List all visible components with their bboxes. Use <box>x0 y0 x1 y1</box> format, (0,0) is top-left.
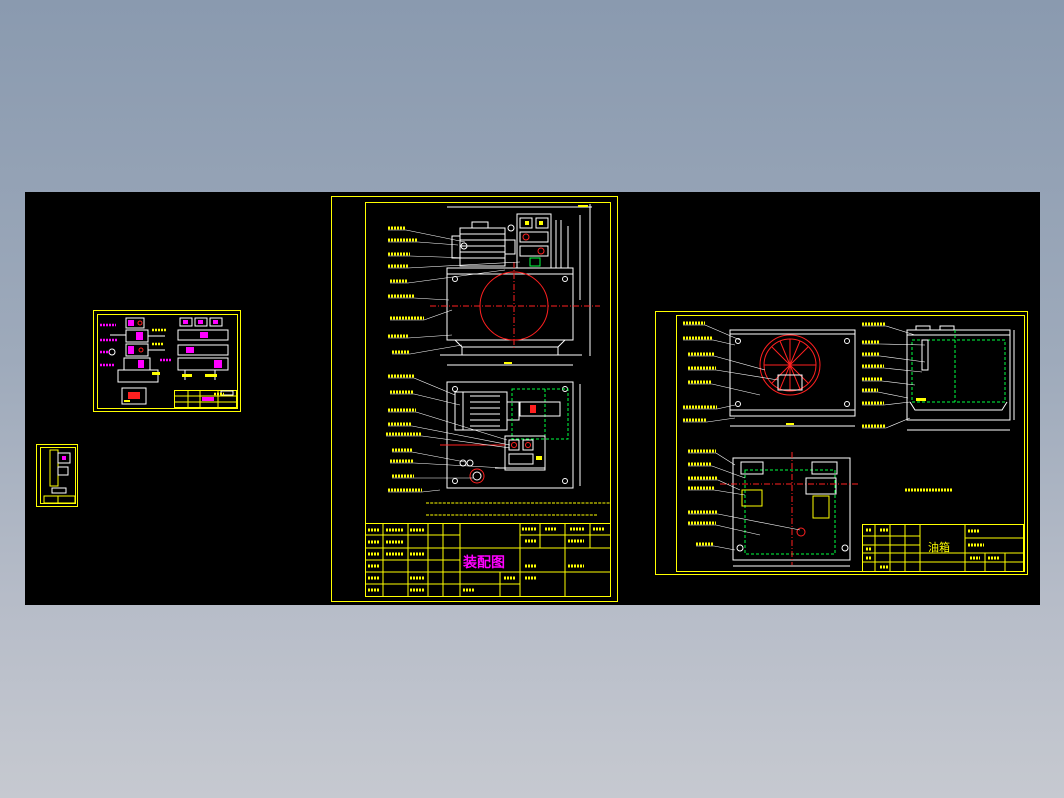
leader-line <box>423 309 453 321</box>
dimension-lines <box>447 204 592 486</box>
inspection-cover <box>759 334 821 396</box>
leader-line <box>413 393 461 406</box>
leader-line <box>415 411 508 441</box>
assembly-top-view <box>440 381 574 489</box>
nameplate <box>777 374 803 391</box>
leader-line <box>883 401 911 406</box>
schematic-sheet <box>93 310 241 412</box>
detail-sheet <box>36 444 78 507</box>
level-gauge <box>921 339 929 371</box>
leader-line <box>411 451 466 463</box>
leader-line <box>713 545 736 551</box>
sheet-border <box>36 444 78 507</box>
tank-front-view <box>729 329 856 427</box>
leader-line <box>405 229 466 243</box>
leader-line <box>883 367 923 373</box>
sheet-inner-border <box>365 202 611 597</box>
leader-line <box>421 489 441 493</box>
leader-line <box>421 435 511 449</box>
pump-base-view <box>121 387 147 405</box>
assembly-sheet: 装配图 <box>331 196 618 602</box>
motor <box>454 391 520 431</box>
tank-title-block: 油箱 <box>862 524 1024 572</box>
leader-line <box>885 417 911 429</box>
technical-notes <box>426 502 610 516</box>
drain-port <box>796 527 806 537</box>
leader-line <box>713 489 746 496</box>
annotation-layer <box>100 226 1000 592</box>
leader-line <box>885 325 916 336</box>
leader-line <box>877 391 909 399</box>
leader-line <box>407 261 521 269</box>
filler-cap <box>469 468 485 484</box>
leader-line <box>411 425 511 446</box>
leader-line <box>881 380 916 386</box>
leader-line <box>879 355 926 363</box>
bolt-hole <box>452 276 458 282</box>
tank-top-view <box>720 452 860 567</box>
assembly-title-block: 装配图 <box>365 523 611 597</box>
leader-line <box>706 417 736 423</box>
assembly-front-view <box>430 213 600 356</box>
leader-line <box>409 344 463 355</box>
leader-line <box>879 343 926 346</box>
leader-line <box>715 369 779 381</box>
leader-line <box>409 255 471 259</box>
tank-drawing-title: 油箱 <box>928 540 950 554</box>
leader-line <box>417 241 459 246</box>
leader-line <box>711 383 761 396</box>
sheet-border <box>93 310 241 412</box>
leader-line <box>413 297 450 301</box>
leader-line <box>704 324 741 341</box>
leader-line <box>715 524 761 536</box>
tank-top <box>446 381 574 489</box>
bolt-hole <box>562 276 568 282</box>
leader-line <box>717 513 801 531</box>
leader-line <box>407 269 506 284</box>
hidden-pump-outline <box>511 388 569 440</box>
leader-line <box>717 479 741 491</box>
leader-line <box>712 339 736 346</box>
leader-line <box>413 377 456 396</box>
leader-line <box>711 465 746 479</box>
tank-sheet: 油箱 <box>655 311 1028 575</box>
leader-line <box>716 404 736 410</box>
tank-side-view <box>906 325 1015 431</box>
valve-stack-right <box>177 317 229 380</box>
sheet-border <box>331 196 618 602</box>
valve-stack-left <box>108 317 165 383</box>
valve-stack <box>507 213 569 269</box>
valve-block <box>495 401 561 471</box>
leader-line <box>715 452 736 466</box>
leader-line <box>413 462 506 469</box>
leader-line <box>713 355 766 371</box>
assembly-drawing-title: 装配图 <box>462 554 505 571</box>
tank-body <box>729 329 856 417</box>
tank-side <box>906 329 1011 421</box>
sheet-inner-border <box>676 315 1025 572</box>
leader-line <box>407 334 453 339</box>
tank-feet <box>454 339 566 348</box>
tank-body <box>446 267 574 341</box>
schematic-title-block <box>174 390 237 408</box>
sheet-inner-border <box>97 314 238 409</box>
motor <box>451 221 516 267</box>
sheet-border <box>655 311 1028 575</box>
